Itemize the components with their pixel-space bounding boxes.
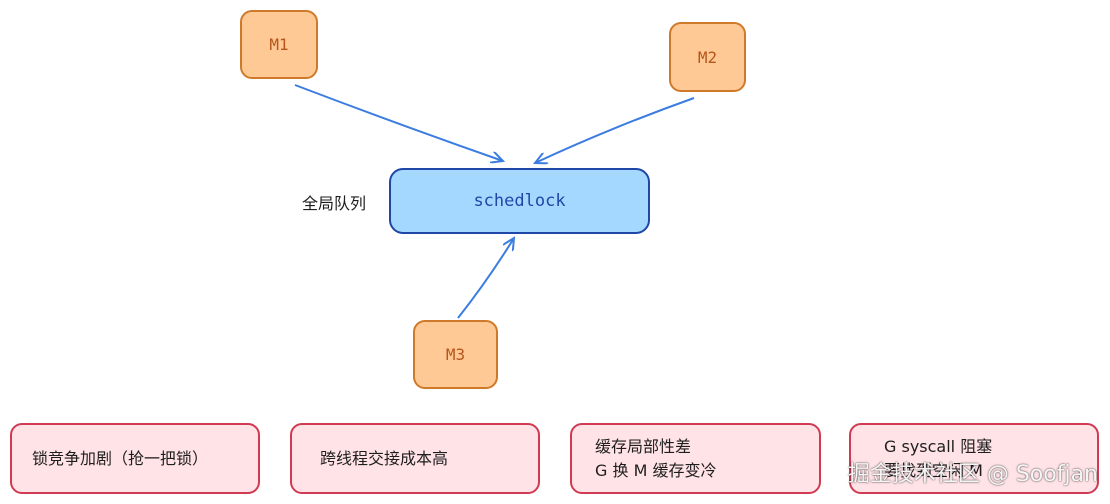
issue-box-syscall-block: G syscall 阻塞 要找到空闲 M bbox=[849, 423, 1099, 494]
arrow-m3-to-lock bbox=[457, 238, 514, 319]
arrow-m1-to-lock bbox=[294, 84, 503, 161]
issue-line: 缓存局部性差 bbox=[595, 436, 692, 456]
m2-label: M2 bbox=[697, 47, 718, 67]
m2-node: M2 bbox=[669, 22, 746, 92]
issue-box-cache-locality: 缓存局部性差 G 换 M 缓存变冷 bbox=[570, 423, 821, 494]
arrow-m2-to-lock bbox=[535, 97, 695, 163]
watermark: 掘金技术社区 @ Soofjan bbox=[847, 462, 1098, 487]
issue-line: 要找到空闲 M bbox=[884, 460, 983, 480]
schedlock-label: schedlock bbox=[473, 191, 566, 211]
m3-label: M3 bbox=[445, 345, 466, 364]
issue-line: G syscall 阻塞 bbox=[884, 436, 993, 456]
issue-line: 跨线程交接成本高 bbox=[320, 448, 449, 468]
issue-box-lock-contention: 锁竞争加剧（抢一把锁） bbox=[10, 423, 260, 494]
issue-line: G 换 M 缓存变冷 bbox=[595, 460, 717, 480]
issue-line: 锁竞争加剧（抢一把锁） bbox=[32, 448, 209, 468]
issue-box-handoff-cost: 跨线程交接成本高 bbox=[290, 423, 540, 494]
m1-node: M1 bbox=[240, 10, 318, 79]
global-queue-label: 全局队列 bbox=[302, 194, 367, 213]
m1-label: M1 bbox=[269, 35, 289, 54]
m3-node: M3 bbox=[413, 320, 498, 389]
schedlock-node: schedlock bbox=[389, 168, 650, 234]
